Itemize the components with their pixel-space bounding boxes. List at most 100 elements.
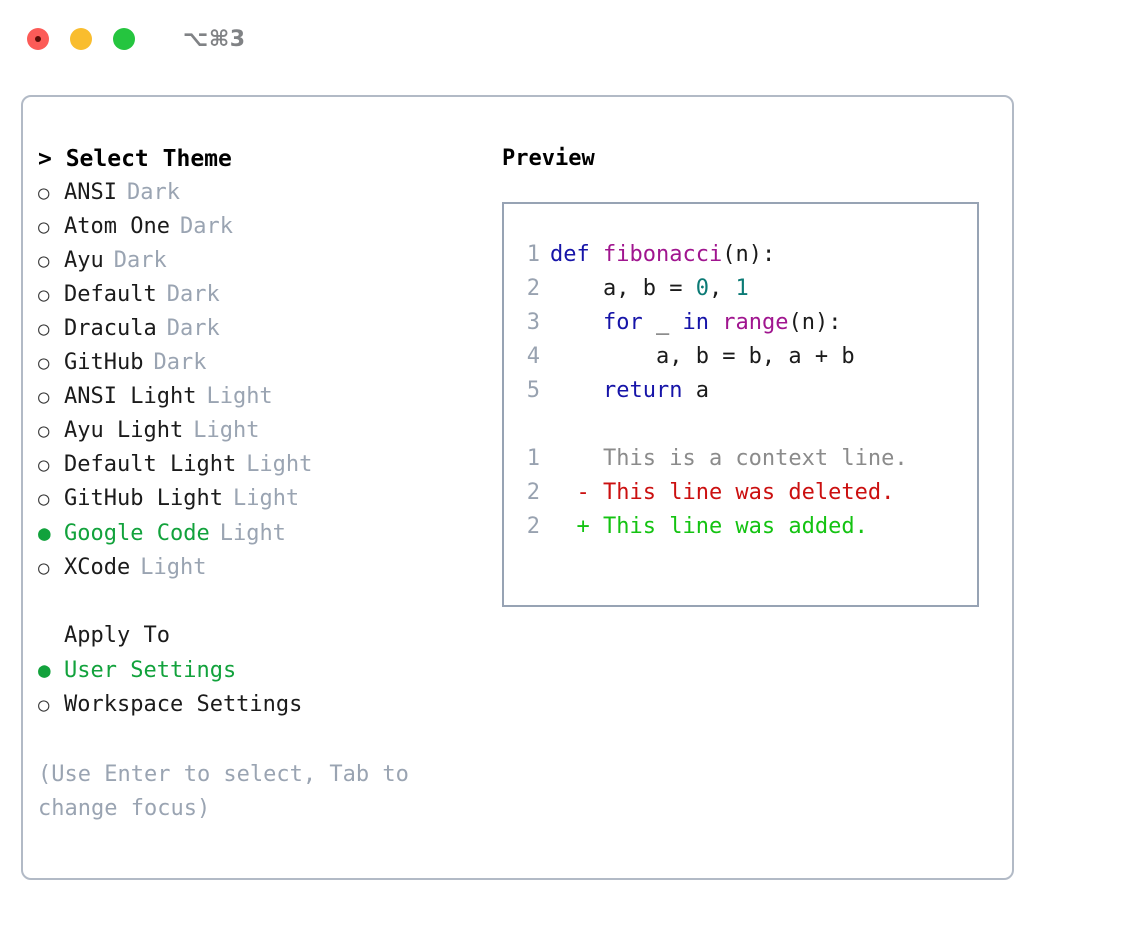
diff-line: 2 + This line was added. bbox=[504, 510, 977, 544]
code-indent bbox=[550, 276, 603, 301]
theme-option-label: GitHub Light bbox=[64, 486, 223, 511]
theme-option-label: Google Code bbox=[64, 521, 210, 546]
diff-sample-block: 1 This is a context line. 2 - This line w… bbox=[504, 442, 977, 544]
diff-line-number: 2 bbox=[526, 514, 540, 539]
code-token-pl bbox=[709, 310, 722, 335]
radio-unselected-icon: ○ bbox=[38, 250, 50, 272]
diff-line-text-ctx: This is a context line. bbox=[550, 446, 908, 471]
code-indent bbox=[550, 378, 603, 403]
minimize-window-button[interactable] bbox=[70, 28, 92, 50]
window-title: ⌥⌘3 bbox=[183, 26, 246, 52]
radio-unselected-icon: ○ bbox=[38, 284, 50, 306]
code-token-kw: in bbox=[682, 310, 709, 335]
theme-option-label: Default Light bbox=[64, 452, 237, 477]
radio-unselected-icon: ○ bbox=[38, 694, 50, 716]
code-token-fn: fibonacci bbox=[603, 242, 723, 267]
theme-variant-tag: Light bbox=[193, 418, 260, 443]
code-token-pl: a bbox=[682, 378, 709, 403]
select-theme-header: > Select Theme bbox=[38, 146, 232, 172]
code-token-pl: , bbox=[708, 276, 736, 301]
radio-unselected-icon: ○ bbox=[38, 352, 50, 374]
radio-unselected-icon: ○ bbox=[38, 557, 50, 579]
apply-to-option[interactable]: ●User Settings bbox=[38, 653, 488, 688]
radio-selected-icon: ● bbox=[38, 658, 51, 682]
theme-variant-tag: Light bbox=[206, 384, 273, 409]
code-token-pl: (n): bbox=[722, 242, 776, 267]
theme-option[interactable]: ○ GitHub Dark bbox=[38, 346, 488, 380]
theme-variant-tag: Light bbox=[140, 555, 207, 580]
radio-unselected-icon: ○ bbox=[38, 216, 50, 238]
radio-selected-icon: ● bbox=[38, 521, 51, 545]
code-line: 2 a, b = 0, 1 bbox=[504, 272, 977, 306]
code-token-pl: _ bbox=[642, 310, 683, 335]
code-line-text: return a bbox=[550, 374, 709, 408]
theme-option[interactable]: ○ Ayu Light Light bbox=[38, 414, 488, 448]
code-token-num: 0 bbox=[695, 276, 709, 301]
theme-option[interactable]: ○ Default Light Light bbox=[38, 448, 488, 482]
code-line-number: 2 bbox=[526, 276, 540, 301]
window-titlebar: ⌥⌘3 bbox=[0, 0, 1140, 78]
code-line-number: 4 bbox=[526, 344, 540, 369]
theme-variant-tag: Dark bbox=[153, 350, 207, 375]
theme-option-label: Ayu Light bbox=[64, 418, 184, 443]
apply-to-option-list: ●User Settings ○ Workspace Settings bbox=[38, 653, 488, 722]
keyboard-hint-text: (Use Enter to select, Tab to change focu… bbox=[38, 762, 423, 821]
theme-option-label: Atom One bbox=[64, 214, 170, 239]
radio-unselected-icon: ○ bbox=[38, 182, 50, 204]
theme-option-label: Ayu bbox=[64, 248, 104, 273]
code-line-number: 1 bbox=[526, 242, 540, 267]
theme-variant-tag: Dark bbox=[166, 282, 220, 307]
theme-option-label: ANSI bbox=[64, 180, 117, 205]
code-line-text: for _ in range(n): bbox=[550, 306, 841, 340]
code-indent bbox=[550, 344, 656, 369]
radio-unselected-icon: ○ bbox=[38, 420, 50, 442]
theme-variant-tag: Light bbox=[246, 452, 313, 477]
diff-line-text-del: - This line was deleted. bbox=[550, 480, 895, 505]
theme-option-label: ANSI Light bbox=[64, 384, 197, 409]
code-token-pl bbox=[590, 242, 603, 267]
radio-unselected-icon: ○ bbox=[38, 488, 50, 510]
theme-option[interactable]: ● Google Code Light bbox=[38, 516, 488, 551]
code-line: 4 a, b = b, a + b bbox=[504, 340, 977, 374]
radio-unselected-icon: ○ bbox=[38, 454, 50, 476]
apply-to-option-label: Workspace Settings bbox=[64, 692, 303, 717]
traffic-light-group bbox=[27, 28, 135, 50]
code-token-pl: a, b = bbox=[602, 276, 696, 301]
apply-to-option[interactable]: ○ Workspace Settings bbox=[38, 688, 488, 722]
preview-gap bbox=[504, 408, 977, 442]
diff-line-number: 2 bbox=[526, 480, 540, 505]
code-token-pl: a, b = b, a + b bbox=[655, 344, 855, 369]
code-indent bbox=[550, 310, 603, 335]
code-token-fn: range bbox=[722, 310, 789, 335]
theme-option-label: GitHub bbox=[64, 350, 144, 375]
preview-title: Preview bbox=[502, 146, 595, 171]
close-window-button[interactable] bbox=[27, 28, 49, 50]
theme-variant-tag: Light bbox=[219, 521, 286, 546]
code-line-text: def fibonacci(n): bbox=[550, 238, 775, 272]
code-token-pl: (n): bbox=[788, 310, 842, 335]
code-line-number: 3 bbox=[526, 310, 540, 335]
code-token-num: 1 bbox=[735, 276, 749, 301]
diff-line: 1 This is a context line. bbox=[504, 442, 977, 476]
apply-to-header: Apply To bbox=[64, 623, 170, 648]
code-line: 3 for _ in range(n): bbox=[504, 306, 977, 340]
diff-line-text-add: + This line was added. bbox=[550, 514, 868, 539]
diff-line-number: 1 bbox=[526, 446, 540, 471]
code-token-kw: for bbox=[602, 310, 643, 335]
maximize-window-button[interactable] bbox=[113, 28, 135, 50]
